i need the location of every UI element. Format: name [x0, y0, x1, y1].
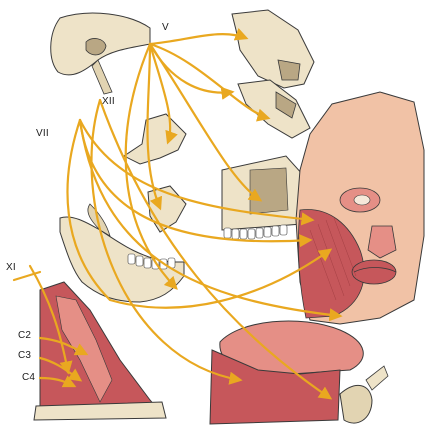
face-musculature — [296, 92, 424, 324]
label-c4: C4 — [22, 372, 35, 383]
label-xi: XI — [6, 262, 16, 273]
tongue — [210, 321, 388, 424]
label-v: V — [162, 22, 169, 33]
maxilla-bone — [232, 10, 314, 88]
maxilla-with-teeth — [222, 156, 304, 239]
skull-base-fragment — [51, 13, 150, 94]
neck-muscles — [34, 282, 166, 420]
label-c2: C2 — [18, 330, 31, 341]
label-c3: C3 — [18, 350, 31, 361]
label-vii: VII — [36, 128, 49, 139]
label-xii: XII — [102, 96, 115, 107]
